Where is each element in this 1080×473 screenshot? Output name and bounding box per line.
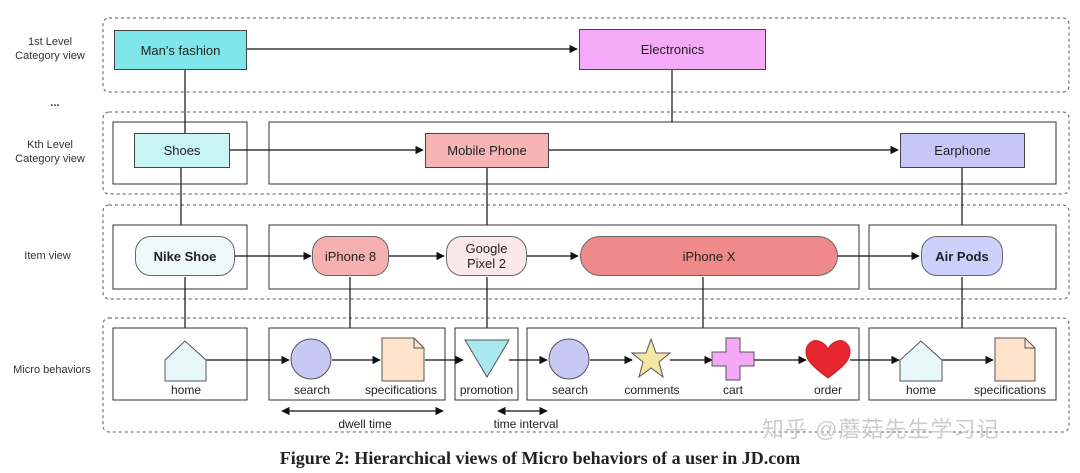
micro-order-label: order	[813, 383, 842, 397]
band-first-level	[102, 17, 1070, 93]
search-icon-2	[548, 338, 590, 380]
item-google-pixel-2: Google Pixel 2	[446, 236, 527, 276]
home-icon-2	[899, 340, 943, 382]
micro-specifications-label: specifications	[364, 383, 438, 397]
search-icon	[290, 338, 332, 380]
node-mobile-phone: Mobile Phone	[425, 133, 549, 168]
time-interval-label: time interval	[493, 417, 559, 431]
horizontal-arrows	[206, 44, 994, 416]
cart-icon	[711, 337, 755, 381]
level-ellipsis: ...	[50, 97, 60, 109]
promotion-icon	[464, 339, 510, 378]
figure-caption: Figure 2: Hierarchical views of Micro be…	[279, 448, 801, 468]
level-label-first: 1st Level Category view	[15, 36, 85, 62]
group-micro-iphone8	[268, 327, 446, 401]
node-mans-fashion: Man's fashion	[114, 30, 247, 70]
node-earphone: Earphone	[900, 133, 1025, 168]
micro-search-label-2: search	[551, 383, 589, 397]
micro-home-label-2: home	[905, 383, 937, 397]
heart-icon	[805, 340, 851, 379]
item-iphone-8: iPhone 8	[312, 236, 389, 276]
group-kth-electronics	[268, 121, 1057, 185]
micro-comments-label: comments	[624, 383, 680, 397]
specifications-icon	[381, 337, 425, 382]
group-kth-shoes	[112, 121, 248, 185]
level-label-micro: Micro behaviors	[13, 364, 91, 376]
item-nike-shoe: Nike Shoe	[135, 236, 235, 276]
micro-icons	[164, 337, 1036, 382]
band-micro	[102, 317, 1070, 433]
band-kth-level	[102, 111, 1070, 195]
vertical-connectors	[180, 69, 963, 328]
watermark: 知乎 @蘑菇先生学习记	[762, 417, 1000, 442]
item-air-pods: Air Pods	[921, 236, 1003, 276]
node-electronics: Electronics	[579, 29, 766, 70]
home-icon	[164, 340, 207, 382]
star-icon	[630, 337, 672, 379]
item-iphone-x: iPhone X	[580, 236, 838, 276]
level-label-kth: Kth Level Category view	[15, 139, 85, 165]
dwell-time-label: dwell time	[338, 417, 392, 431]
group-item-shoes	[112, 224, 248, 290]
micro-search-label: search	[293, 383, 331, 397]
node-shoes: Shoes	[134, 133, 230, 168]
micro-specifications-label-2: specifications	[973, 383, 1047, 397]
group-micro-iphonex	[526, 327, 860, 401]
specifications-icon-2	[994, 337, 1036, 382]
micro-cart-label: cart	[722, 383, 743, 397]
level-label-item: Item view	[24, 250, 71, 262]
group-item-phones	[268, 224, 860, 290]
micro-home-label: home	[170, 383, 202, 397]
band-item-view	[102, 204, 1070, 300]
micro-promotion-label: promotion	[459, 383, 514, 397]
group-micro-nike	[112, 327, 248, 401]
